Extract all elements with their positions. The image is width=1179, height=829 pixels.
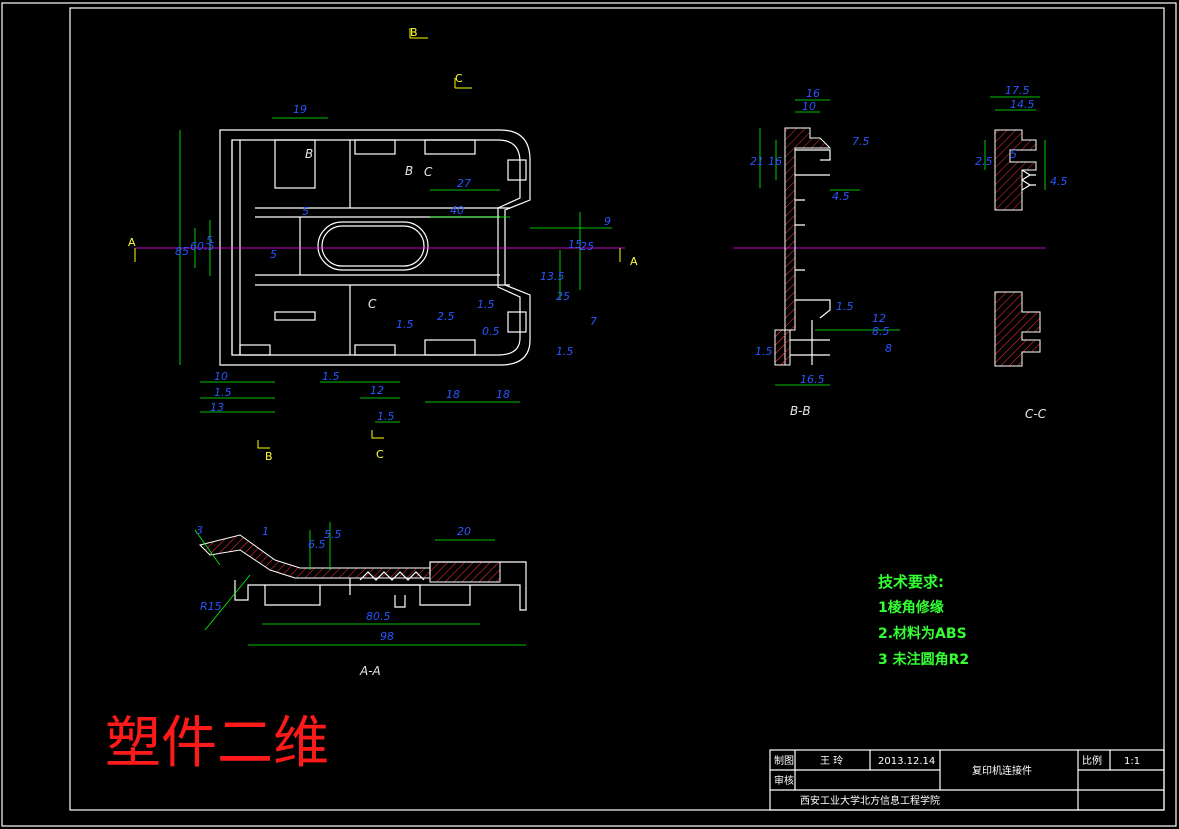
- main-dim-85: 85: [175, 245, 189, 258]
- bb-dim-1-5a: 1.5: [836, 300, 854, 313]
- section-mark-a-left: A: [128, 236, 136, 249]
- main-dim-15: 15: [568, 238, 582, 251]
- tb-date: 2013.12.14: [878, 756, 935, 767]
- inner-border: [69, 7, 1165, 811]
- bb-dim-7-5: 7.5: [852, 135, 870, 148]
- cc-dim-14-5: 14.5: [1010, 98, 1035, 111]
- main-dim-7: 7: [590, 315, 597, 328]
- tb-drawn-by: 王 玲: [820, 755, 843, 767]
- main-dim-1-5b: 1.5: [556, 345, 574, 358]
- title-block: [769, 749, 1165, 811]
- big-red-title: 塑件二维: [105, 711, 329, 776]
- cc-dim-2-5: 2.5: [975, 155, 993, 168]
- main-dim-1-5c: 1.5: [214, 386, 232, 399]
- main-dim-27: 27: [457, 177, 471, 190]
- bb-dim-8: 8: [885, 342, 892, 355]
- bb-dim-16a: 16: [806, 87, 820, 100]
- tb-part-name: 复印机连接件: [972, 764, 1032, 777]
- cc-dim-17-5: 17.5: [1005, 84, 1030, 97]
- section-bb-label: B-B: [790, 404, 811, 418]
- main-dim-12: 12: [370, 384, 384, 397]
- tb-review-label: 审核: [774, 774, 794, 787]
- aa-dim-20: 20: [457, 525, 471, 538]
- main-dim-1-5e: 1.5: [377, 410, 395, 423]
- tb-scale-label: 比例: [1082, 754, 1102, 767]
- bb-dim-12: 12: [872, 312, 886, 325]
- section-cc-label: C-C: [1025, 407, 1047, 421]
- main-dim-18b: 18: [496, 388, 510, 401]
- main-dim-40: 40: [450, 204, 464, 217]
- bb-dim-16-5: 16.5: [800, 373, 825, 386]
- section-aa-label: A-A: [359, 664, 381, 678]
- main-dim-18a: 18: [446, 388, 460, 401]
- aa-dim-98: 98: [380, 630, 394, 643]
- section-mark-c-bottom: C: [376, 448, 384, 461]
- aa-dim-r15: R15: [200, 600, 222, 613]
- aa-dim-6-5: 6.5: [308, 538, 326, 551]
- bb-dim-16b: 16: [768, 155, 782, 168]
- main-dim-13: 13: [210, 401, 224, 414]
- main-dim-25b: 25: [556, 290, 570, 303]
- tb-school: 西安工业大学北方信息工程学院: [800, 794, 940, 807]
- main-dim-0-5: 0.5: [482, 325, 500, 338]
- inner-mark-b1: B: [305, 147, 313, 161]
- cc-dim-4-5: 4.5: [1050, 175, 1068, 188]
- main-dim-2-5: 2.5: [437, 310, 455, 323]
- inner-mark-c1: C: [424, 165, 433, 179]
- section-cc-view: [984, 96, 1046, 367]
- aa-dim-3: 3: [196, 524, 203, 537]
- section-mark-c-top: C: [455, 72, 463, 85]
- main-dim-1-5a: 1.5: [477, 298, 495, 311]
- aa-dim-5-5: 5.5: [324, 528, 342, 541]
- main-dim-10: 10: [214, 370, 228, 383]
- main-dim-25: 25: [580, 240, 594, 253]
- bb-dim-10: 10: [802, 100, 816, 113]
- main-dim-1-5f: 1.5: [396, 318, 414, 331]
- main-dim-9: 9: [604, 215, 611, 228]
- tech-req-title: 技术要求:: [878, 573, 944, 591]
- tb-drawn-label: 制图: [774, 754, 794, 767]
- inner-mark-c2: C: [368, 297, 377, 311]
- bb-dim-21: 21: [750, 155, 764, 168]
- aa-dim-1: 1: [262, 525, 269, 538]
- tech-req-item-1: 1棱角修缘: [878, 599, 944, 616]
- main-view: [135, 117, 625, 423]
- section-mark-a-right: A: [630, 255, 638, 268]
- section-aa-view: [194, 522, 527, 646]
- main-dim-1-5d: 1.5: [322, 370, 340, 383]
- main-dim-5a: 5: [206, 234, 213, 247]
- tech-req-item-2: 2.材料为ABS: [878, 625, 967, 642]
- bb-dim-4-5: 4.5: [832, 190, 850, 203]
- tb-scale-value: 1:1: [1124, 756, 1140, 767]
- main-dim-60-5: 60.5: [190, 240, 215, 253]
- main-dim-5c: 5: [302, 205, 309, 218]
- main-dim-5b: 5: [270, 248, 277, 261]
- section-bb-view: [733, 99, 1046, 386]
- tech-req-item-3: 3 未注圆角R2: [878, 651, 969, 668]
- main-dim-19: 19: [293, 103, 307, 116]
- section-arrows: [134, 28, 621, 449]
- main-dim-13-5: 13.5: [540, 270, 565, 283]
- aa-dim-80-5: 80.5: [366, 610, 391, 623]
- section-mark-b-bottom: B: [265, 450, 273, 463]
- inner-mark-b2: B: [405, 164, 413, 178]
- bb-dim-1-5b: 1.5: [755, 345, 773, 358]
- bb-dim-8-5: 8.5: [872, 325, 890, 338]
- section-mark-b-top: B: [410, 26, 418, 39]
- cc-dim-5: 5: [1010, 148, 1017, 161]
